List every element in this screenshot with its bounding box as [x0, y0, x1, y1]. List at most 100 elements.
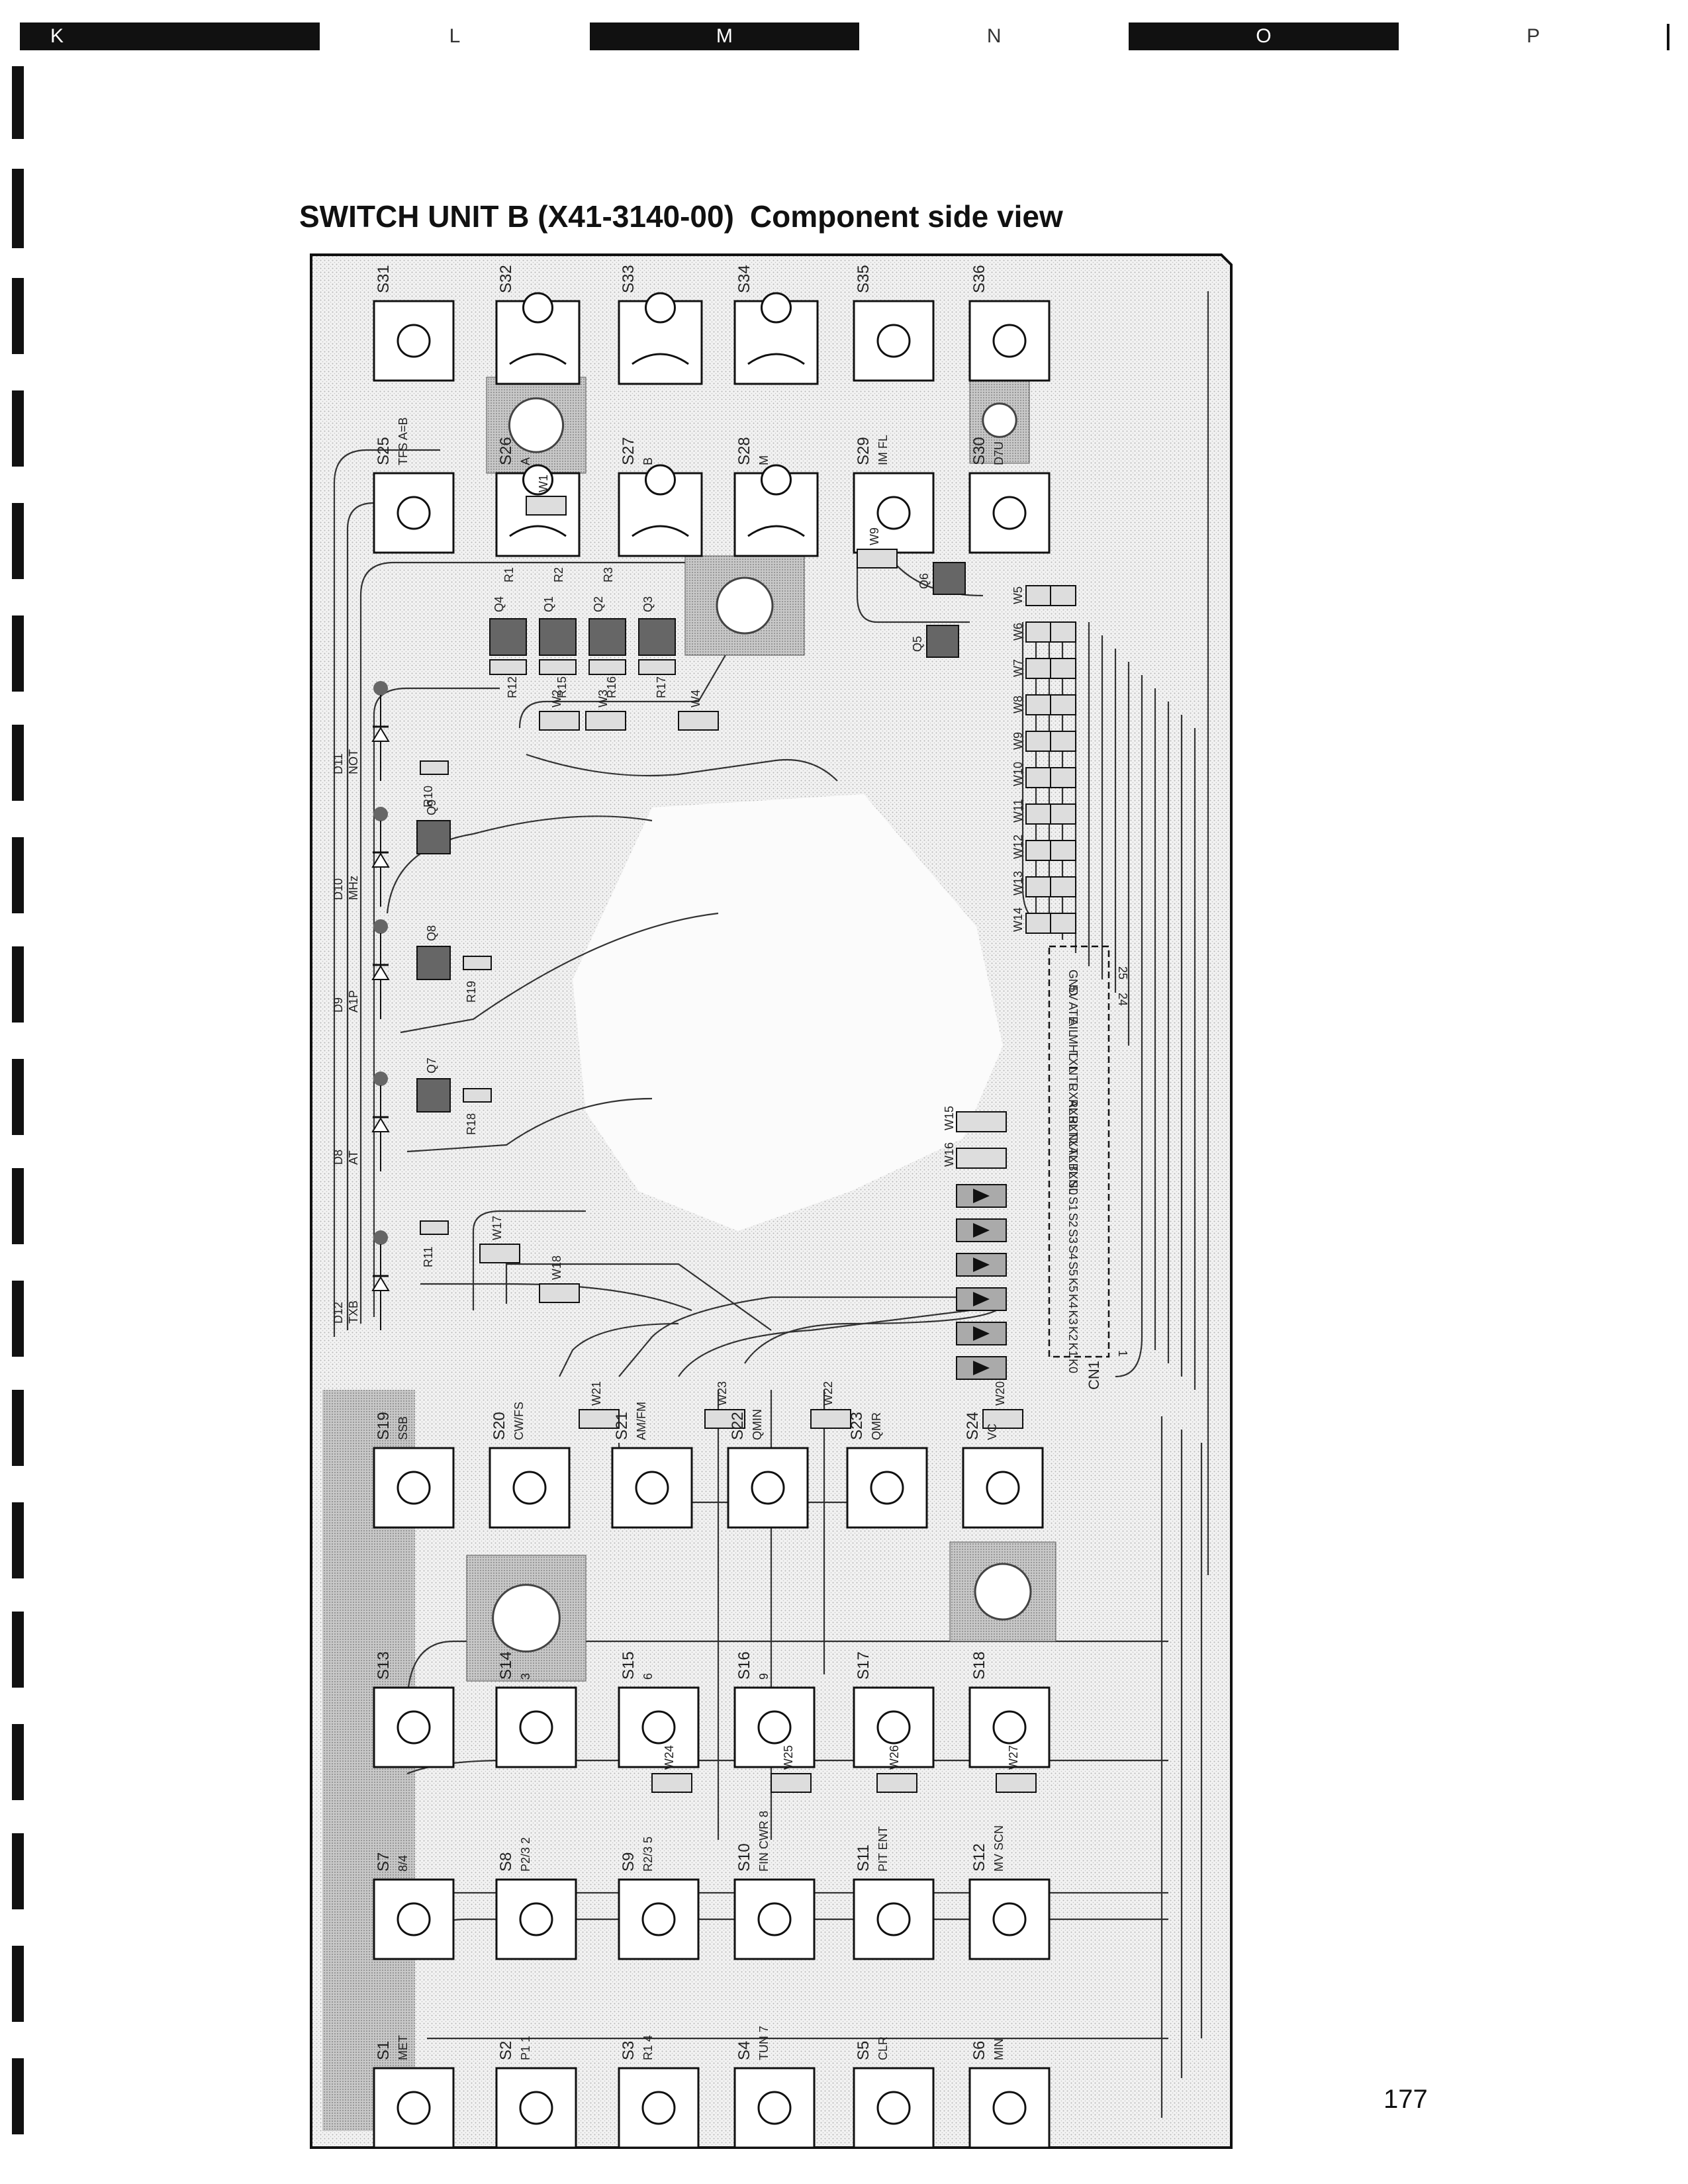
switch-id-label: S30: [970, 437, 988, 465]
switch-s25: [373, 472, 455, 554]
switch-actuator: [519, 2091, 553, 2125]
switch-s2: [495, 2067, 577, 2149]
diode-symbol: [973, 1292, 990, 1306]
diode-id-label: D12: [332, 1302, 345, 1324]
switch-detail: [632, 525, 689, 537]
switch-id-label: S15: [620, 1651, 637, 1680]
diode-d8: [371, 1117, 390, 1132]
switch-id-label: S29: [855, 437, 872, 465]
diode-symbol: [973, 1361, 990, 1375]
switch-function-label: PIT ENT: [876, 1826, 890, 1872]
transistor-q6: [933, 562, 966, 595]
switch-actuator: [876, 1902, 911, 1936]
diode-d12: [371, 1276, 390, 1291]
switch-led: [761, 464, 792, 496]
connector-pin-number: 1: [1116, 1350, 1129, 1357]
page-number: 177: [1383, 2085, 1428, 2114]
transistor-q4: [489, 618, 527, 656]
switch-id-label: S35: [855, 265, 872, 293]
pcb-trace: [518, 621, 745, 729]
switch-actuator: [397, 496, 431, 530]
margin-mark: [12, 1612, 24, 1688]
jumper-20: [982, 1409, 1023, 1429]
switch-actuator: [397, 2091, 431, 2125]
switch-function-label: A: [519, 457, 532, 465]
switch-function-label: 6: [641, 1673, 655, 1680]
switch-id-label: S4: [735, 2041, 753, 2060]
resistor-label: R11: [422, 1246, 435, 1267]
switch-id-label: S22: [729, 1412, 747, 1440]
connector-pin-number: 25: [1116, 966, 1129, 979]
diode-symbol: [973, 1189, 990, 1203]
jumper-label: W9: [1011, 732, 1025, 750]
switch-actuator: [512, 1471, 547, 1505]
transistor-q2: [588, 618, 626, 656]
transistor-q3: [638, 618, 676, 656]
switch-s12: [968, 1878, 1051, 1960]
switch-function-label: R2/3 5: [641, 1837, 655, 1872]
switch-s24: [962, 1447, 1044, 1529]
margin-mark: [12, 66, 24, 139]
diode-function-label: A1P: [347, 990, 360, 1013]
connector-pin-label: S5: [1066, 1261, 1080, 1276]
mounting-hole: [492, 1584, 561, 1653]
switch-s3: [618, 2067, 700, 2149]
grid-letter: N: [859, 23, 1129, 50]
switch-s22: [727, 1447, 809, 1529]
switch-detail: [509, 525, 567, 537]
switch-s15: [618, 1686, 700, 1768]
jumper-24: [651, 1773, 692, 1793]
jumper-22: [810, 1409, 851, 1429]
connector-pin-label: S2: [1066, 1213, 1080, 1228]
switch-s1: [373, 2067, 455, 2149]
diode-pad: [373, 919, 388, 934]
margin-mark: [12, 1281, 24, 1357]
connector-id-label: CN1: [1086, 1361, 1102, 1390]
switch-id-label: S11: [855, 1844, 872, 1872]
switch-s17: [853, 1686, 935, 1768]
view-subtitle: Component side view: [749, 199, 1063, 234]
diode-function-label: MHz: [347, 876, 360, 900]
switch-function-label: M: [757, 455, 771, 465]
jumper-label: W26: [888, 1745, 901, 1770]
transistor-label: Q5: [911, 636, 924, 652]
connector-pin-label: RXAL: [1066, 1083, 1080, 1115]
switch-function-label: 3: [519, 1673, 532, 1680]
margin-mark: [12, 390, 24, 467]
switch-s23: [846, 1447, 928, 1529]
switch-id-label: S33: [620, 265, 637, 293]
connector-pin-label: TXBL: [1066, 1148, 1080, 1178]
switch-id-label: S18: [970, 1651, 988, 1680]
margin-mark: [12, 946, 24, 1023]
switch-id-label: S20: [491, 1412, 508, 1440]
resistor-label: R15: [555, 676, 569, 698]
resistor-body: [588, 659, 626, 675]
transistor-q8: [416, 946, 451, 980]
switch-actuator: [635, 1471, 669, 1505]
grid-reference-bar: K L M N O P: [20, 23, 1668, 50]
switch-id-label: S32: [497, 265, 515, 293]
connector-pin-label: K4: [1066, 1294, 1080, 1308]
jumper-label: W12: [1011, 835, 1025, 859]
switch-id-label: S31: [375, 265, 393, 293]
resistor-label: R1: [502, 567, 516, 582]
resistor-body: [638, 659, 676, 675]
diode-pad: [373, 807, 388, 821]
mounting-hole: [982, 402, 1017, 438]
switch-id-label: S21: [613, 1412, 631, 1440]
jumper-label: W23: [716, 1381, 729, 1406]
pcb-trace: [386, 815, 653, 914]
margin-mark: [12, 278, 24, 354]
switch-led: [761, 292, 792, 324]
diode-pad: [373, 1230, 388, 1245]
transistor-label: Q1: [542, 596, 555, 612]
switch-function-label: MIN: [992, 2038, 1006, 2060]
jumper-4: [678, 711, 719, 731]
switch-function-label: 9: [757, 1673, 771, 1680]
switch-led: [645, 464, 676, 496]
switch-actuator: [992, 496, 1027, 530]
jumper-label: W1: [537, 475, 550, 492]
pcb-trace: [472, 1210, 586, 1310]
switch-s20: [489, 1447, 571, 1529]
switch-s31: [373, 300, 455, 382]
